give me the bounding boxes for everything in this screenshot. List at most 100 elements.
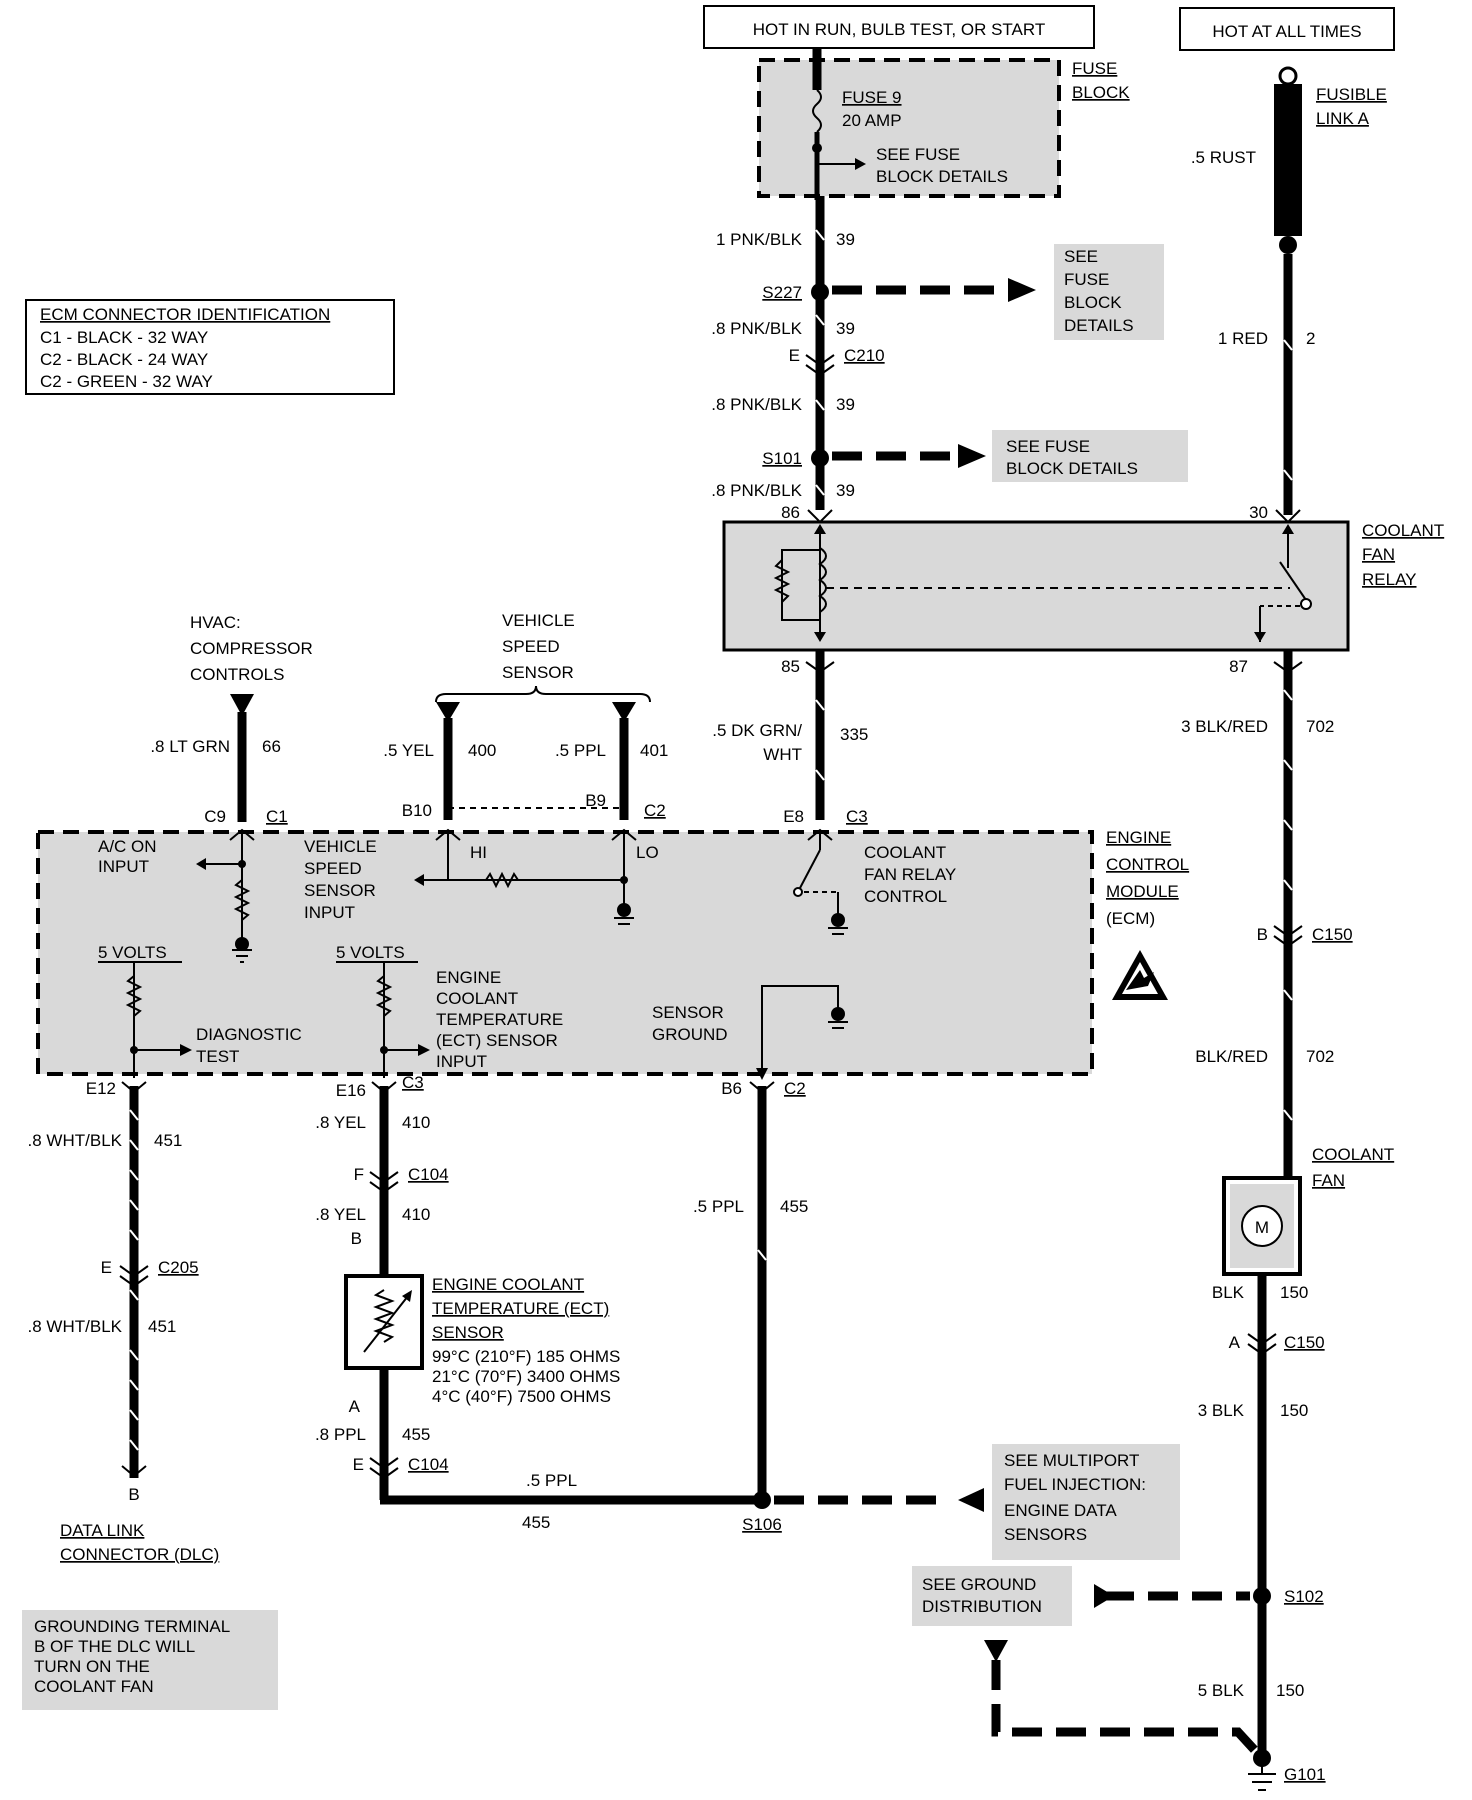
vss-label-3: SENSOR [502,663,574,682]
diag-label-1: DIAGNOSTIC [196,1025,302,1044]
wire-410-color-1: .8 YEL [315,1113,366,1132]
wire-39-color-2: .8 PNK/BLK [711,319,802,338]
ac-input-arrow [196,858,206,870]
coolant-fan-label-1: COOLANT [1312,1145,1394,1164]
sensor-ground-label-1: SENSOR [652,1003,724,1022]
diag-label-2: TEST [196,1047,239,1066]
sensor-ground-conn: C2 [784,1079,806,1098]
wire-39-color-3: .8 PNK/BLK [711,395,802,414]
fusible-link-top-terminal [1278,66,1298,86]
dlc-ecm-pin-label: E12 [86,1079,116,1098]
pin-85: 85 [781,657,800,676]
splice-s102 [1253,1587,1271,1605]
hvac-label-3: CONTROLS [190,665,284,684]
fan-motor-label: M [1255,1218,1269,1237]
relay-resistor-symbol [773,559,791,603]
fan-motor-icon [1241,1205,1283,1247]
ecm-conn-id-row-1: C1 - BLACK - 32 WAY [40,328,208,347]
dlc-pin-b: B [128,1485,139,1504]
pin-30: 30 [1249,503,1268,522]
pin-87: 87 [1229,657,1248,676]
vss-lo-junction [620,876,628,884]
relay-ctrl-pin: E8 [783,807,804,826]
vss-input-label-3: SENSOR [304,881,376,900]
hot-in-run-label: HOT IN RUN, BULB TEST, OR START [753,20,1046,39]
wire-2-hash [1283,339,1293,481]
relay-label-2: FAN [1362,545,1395,564]
diag-arrow [180,1044,192,1056]
wire-400-color: .5 YEL [383,741,434,760]
c104-pin-f: F [354,1165,364,1184]
see-mpfi-4: SENSORS [1004,1525,1087,1544]
see1-line-2: FUSE [1064,270,1109,289]
ect-thermistor-symbol [373,1289,395,1343]
ac-pin [229,828,255,841]
wire-401-num: 401 [640,741,668,760]
relay-ctrl-conn: C3 [846,807,868,826]
hvac-pin: C9 [204,807,226,826]
dlc-label-1: DATA LINK [60,1521,145,1540]
vss-pin-b9: B9 [585,791,606,810]
c150-label-a: C150 [1284,1333,1325,1352]
fusible-link-label-1: FUSIBLE [1316,85,1387,104]
wire-451-num-1: 451 [154,1131,182,1150]
fusible-link-label-2: LINK A [1316,109,1370,128]
ect-ecm-pin-label: E16 [336,1081,366,1100]
wire-455-num-1: 455 [402,1425,430,1444]
wire-39-num-3: 39 [836,395,855,414]
volts-2-label: 5 VOLTS [336,943,405,962]
wire-451-color-1: .8 WHT/BLK [28,1131,123,1150]
ect-pullup-resistor [375,975,393,1017]
ecm-conn-id-row-2: C2 - BLACK - 24 WAY [40,350,208,369]
ecm-label-1: ENGINE [1106,828,1171,847]
ground-dist-dashed-lead [991,1660,1266,1762]
wire-702-color-2: BLK/RED [1195,1047,1268,1066]
hvac-label-2: COMPRESSOR [190,639,313,658]
ect-spec-2: 21°C (70°F) 3400 OHMS [432,1367,620,1386]
s106-label: S106 [742,1515,782,1534]
ac-ground-dot [235,937,249,951]
see2-line-2: BLOCK DETAILS [1006,459,1138,478]
ect-input-label-5: INPUT [436,1052,487,1071]
c205-pin: E [101,1258,112,1277]
relay-ctrl-ground-dot [831,913,845,927]
relay-ctrl-switch [799,849,821,889]
ecm-label-3: MODULE [1106,882,1179,901]
relay-ctrl-pin-symbol [807,828,833,841]
vss-lo-label: LO [636,843,659,862]
ac-on-label-2: INPUT [98,857,149,876]
splice-s101 [811,449,829,467]
fusible-link-bottom-terminal [1279,236,1297,254]
relay-top-pins [807,509,1301,524]
coolant-fan-relay-box [722,520,1350,652]
relay-ctrl-contact [793,887,803,897]
esd-warning-icon [1112,950,1168,1000]
wire-455-hash [757,1249,767,1261]
vss-input-resistor [485,871,519,889]
wire-451-hash [129,1109,139,1451]
ect-sensor-label-3: SENSOR [432,1323,504,1342]
see1-line-1: SEE [1064,247,1098,266]
vss-lo-pin [611,828,637,841]
ecm-box [36,830,1094,1076]
wire-150-num-3: 150 [1276,1681,1304,1700]
wire-400-num: 400 [468,741,496,760]
ect-spec-3: 4°C (40°F) 7500 OHMS [432,1387,611,1406]
vss-input-label-2: SPEED [304,859,362,878]
fuse-9-label: FUSE 9 [842,88,902,107]
dlc-label-2: CONNECTOR (DLC) [60,1545,219,1564]
wire-702-num-2: 702 [1306,1047,1334,1066]
hvac-arrow [230,694,254,716]
vss-conn: C2 [644,801,666,820]
wire-335-color-2: WHT [763,745,802,764]
wire-66-color: .8 LT GRN [150,737,230,756]
ecm-conn-id-title: ECM CONNECTOR IDENTIFICATION [40,305,330,324]
ac-pullup-resistor [233,879,251,921]
see1-line-4: DETAILS [1064,316,1134,335]
fuse-block-title-2: BLOCK [1072,83,1130,102]
fusible-link-wire: .5 RUST [1191,148,1256,167]
vss-input-arrow [414,874,424,886]
see-fuse-block-details-box-1 [1054,244,1164,340]
g101-label: G101 [1284,1765,1326,1784]
